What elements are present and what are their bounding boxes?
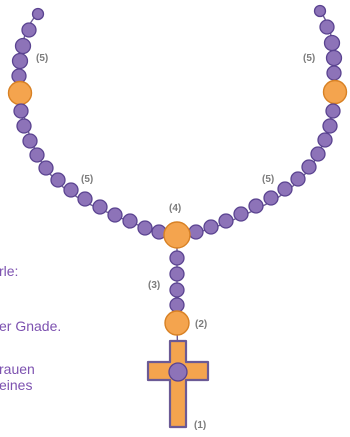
bead-small	[169, 266, 185, 282]
bead-small	[38, 160, 54, 176]
bead-small	[21, 22, 37, 38]
bead-small	[169, 250, 185, 266]
bead-small	[77, 191, 93, 207]
bead-small	[248, 198, 264, 214]
bead-large-pendant	[164, 310, 190, 336]
label-four: (4)	[169, 203, 181, 214]
label-two: (2)	[195, 319, 207, 330]
side-text-line-3: rauen	[0, 361, 35, 377]
label-five-mid-right: (5)	[262, 174, 274, 185]
label-three: (3)	[148, 280, 160, 291]
bead-small	[203, 219, 219, 235]
bead-small	[319, 19, 335, 35]
bead-small	[169, 282, 185, 298]
side-text-line-4: eines	[0, 377, 33, 393]
bead-large	[7, 80, 33, 106]
cross-bead	[168, 362, 188, 382]
label-five-top-left: (5)	[36, 53, 48, 64]
bead-small	[326, 65, 342, 81]
bead-small	[14, 37, 32, 55]
label-five-top-right: (5)	[303, 53, 315, 64]
bead-small	[233, 206, 249, 222]
bead-small	[277, 181, 293, 197]
bead-small	[92, 199, 108, 215]
bead-small	[50, 172, 66, 188]
bead-small	[122, 213, 138, 229]
bead-small	[290, 171, 306, 187]
bead-small	[29, 147, 45, 163]
bead-small	[313, 4, 327, 18]
bead-small	[107, 207, 123, 223]
bead-small	[137, 220, 153, 236]
bead-small	[301, 159, 317, 175]
bead-small	[317, 132, 333, 148]
bead-small	[31, 7, 45, 21]
bead-small	[63, 182, 79, 198]
bead-small	[13, 103, 29, 119]
bead-small	[322, 118, 338, 134]
bead-small	[325, 49, 343, 67]
side-text-line-1: rle:	[0, 263, 19, 279]
bead-small	[323, 34, 341, 52]
bead-large-center	[163, 221, 191, 249]
cross-icon	[146, 339, 210, 429]
bead-small	[22, 133, 38, 149]
bead-small	[325, 103, 341, 119]
bead-small	[310, 146, 326, 162]
label-one: (1)	[194, 420, 206, 431]
bead-small	[188, 224, 204, 240]
bead-small	[11, 52, 29, 70]
bead-small	[16, 118, 32, 134]
bead-small	[169, 297, 185, 313]
bead-large	[322, 79, 348, 105]
bead-small	[263, 190, 279, 206]
label-five-mid-left: (5)	[81, 174, 93, 185]
side-text-line-2: er Gnade.	[0, 318, 62, 334]
bead-small	[218, 213, 234, 229]
